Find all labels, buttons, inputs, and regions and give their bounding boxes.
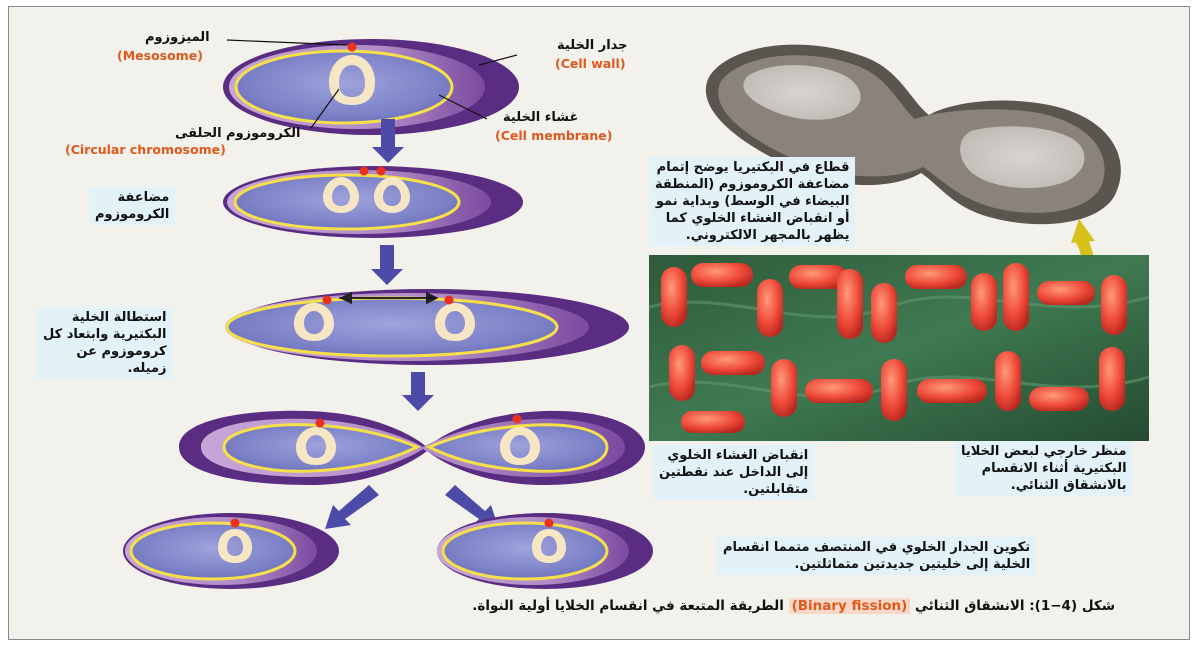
figure-frame: الميزوزوم (Mesosome) جدار الخلية (Cell w… <box>8 6 1190 640</box>
caption-rest: الطريقة المتبعة في انقسام الخلايا أولية … <box>472 598 784 614</box>
step-division-line: الخلية إلى خليتين جديدتين متماثلتين. <box>723 556 1030 573</box>
em-caption-line: يظهر بالمجهر الالكتروني. <box>655 227 849 244</box>
step-elongation-line: البكتيرية وابتعاد كل <box>43 326 167 343</box>
cell-stage-2 <box>223 166 523 238</box>
chromosome-label-en: (Circular chromosome) <box>65 141 226 158</box>
cell-stage-4 <box>179 411 645 485</box>
step-elongation-line: استطالة الخلية <box>43 309 167 326</box>
daughter-cell-right <box>437 513 653 589</box>
caption-prefix: شكل (4−1): الانشقاق الثنائي <box>915 598 1115 614</box>
cell-stage-1 <box>223 39 519 135</box>
membrane-label-en: (Cell membrane) <box>495 127 612 144</box>
down-arrow-3 <box>402 372 434 411</box>
step-elongation-box: استطالة الخلية البكتيرية وابتعاد كل كروم… <box>37 307 173 379</box>
step-elongation-line: زميله. <box>43 360 167 377</box>
micrograph-caption-box: منظر خارجي لبعض الخلايا البكتيرية أثناء … <box>955 441 1133 496</box>
step-division-line: تكوين الجدار الخلوي في المنتصف متمما انق… <box>723 539 1030 556</box>
daughter-cell-left <box>123 513 339 589</box>
step-constriction-box: انقباض الغشاء الخلوي إلى الداخل عند نقطت… <box>653 445 814 500</box>
caption-highlight: (Binary fission) <box>789 598 911 614</box>
down-arrow-2 <box>371 245 403 285</box>
fluorescence-micrograph <box>649 255 1149 441</box>
em-caption-line: أو انقباض الغشاء الخلوي كما <box>655 210 849 227</box>
membrane-label-ar: غشاء الخلية <box>503 109 578 126</box>
chromosome-label-ar: الكروموزوم الحلقى <box>175 125 300 142</box>
figure-caption: شكل (4−1): الانشقاق الثنائي (Binary fiss… <box>605 597 1115 616</box>
mesosome-label-ar: الميزوزوم <box>145 29 210 46</box>
em-caption-box: قطاع في البكتيريا يوضح إتمام مضاعفة الكر… <box>649 157 855 246</box>
step-constriction-line: انقباض الغشاء الخلوي <box>659 447 808 464</box>
step-constriction-line: متقابلتين. <box>659 481 808 498</box>
cell-wall-label-ar: جدار الخلية <box>557 37 628 54</box>
em-caption-line: البيضاء في الوسط) وبداية نمو <box>655 193 849 210</box>
micrograph-caption-line: البكتيرية أثناء الانقسام <box>961 460 1127 477</box>
step-elongation-line: كروموزوم عن <box>43 343 167 360</box>
step-division-box: تكوين الجدار الخلوي في المنتصف متمما انق… <box>717 537 1036 575</box>
step-constriction-line: إلى الداخل عند نقطتين <box>659 464 808 481</box>
cell-stage-3 <box>225 289 629 365</box>
micrograph-caption-line: منظر خارجي لبعض الخلايا <box>961 443 1127 460</box>
down-left-arrow <box>325 485 379 529</box>
em-caption-line: مضاعفة الكروموزوم (المنطقة <box>655 176 849 193</box>
mesosome-label-en: (Mesosome) <box>117 47 203 64</box>
micrograph-caption-line: بالانشقاق الثنائي. <box>961 477 1127 494</box>
step-replication-box: مضاعفة الكروموزوم <box>89 187 175 225</box>
em-caption-line: قطاع في البكتيريا يوضح إتمام <box>655 159 849 176</box>
step-replication-line: الكروموزوم <box>95 206 169 223</box>
cell-wall-label-en: (Cell wall) <box>555 55 626 72</box>
step-replication-line: مضاعفة <box>95 189 169 206</box>
